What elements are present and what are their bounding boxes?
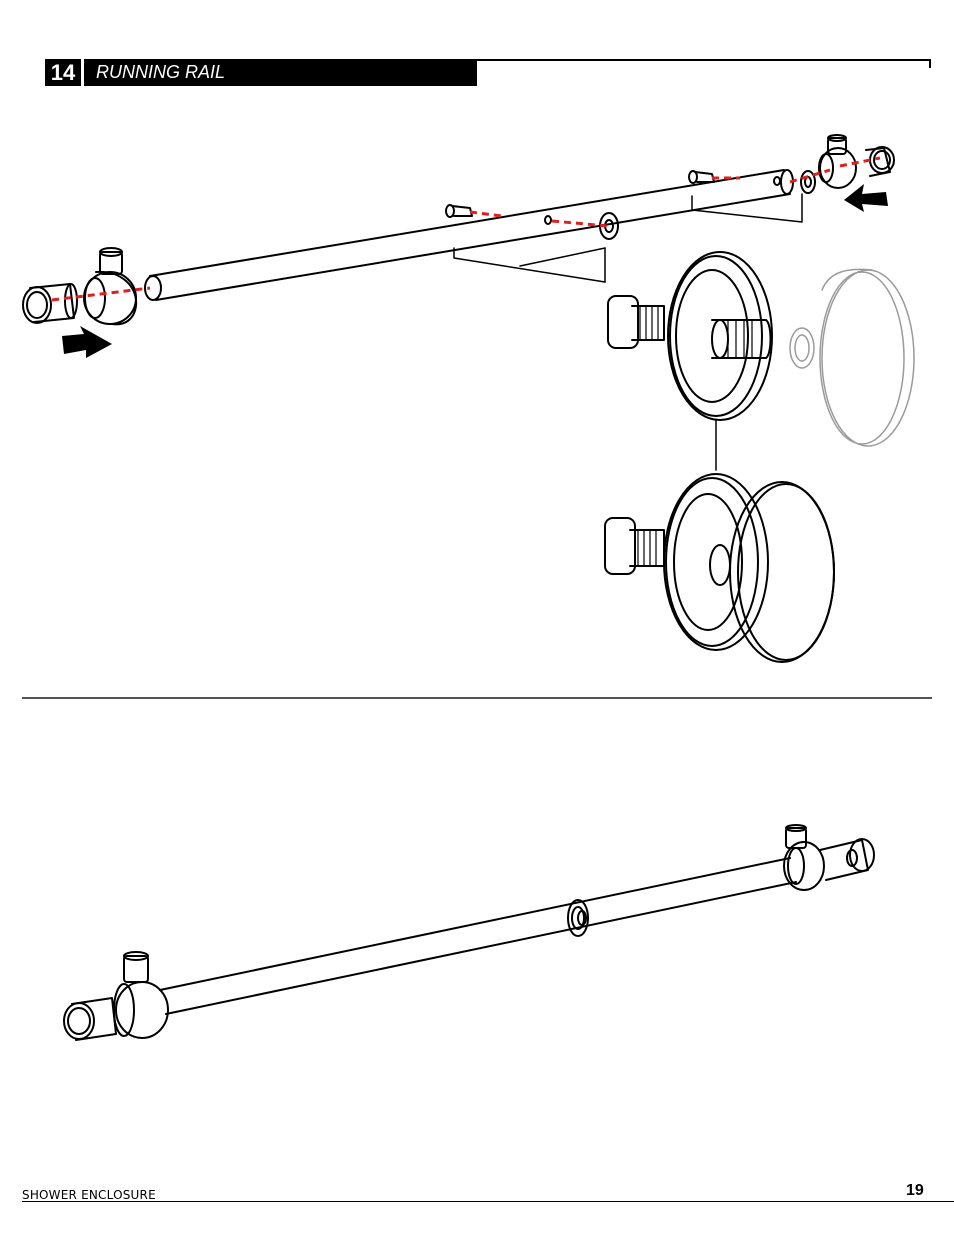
assembled-right-connector bbox=[784, 825, 874, 890]
footer-rule bbox=[22, 1201, 954, 1202]
assembled-left-connector bbox=[64, 952, 168, 1040]
assembled-rail-tube bbox=[160, 858, 796, 1014]
footer-page-number: 19 bbox=[906, 1182, 924, 1200]
footer-document-title: SHOWER ENCLOSURE bbox=[22, 1188, 156, 1202]
assembled-center-standoff bbox=[568, 900, 588, 936]
